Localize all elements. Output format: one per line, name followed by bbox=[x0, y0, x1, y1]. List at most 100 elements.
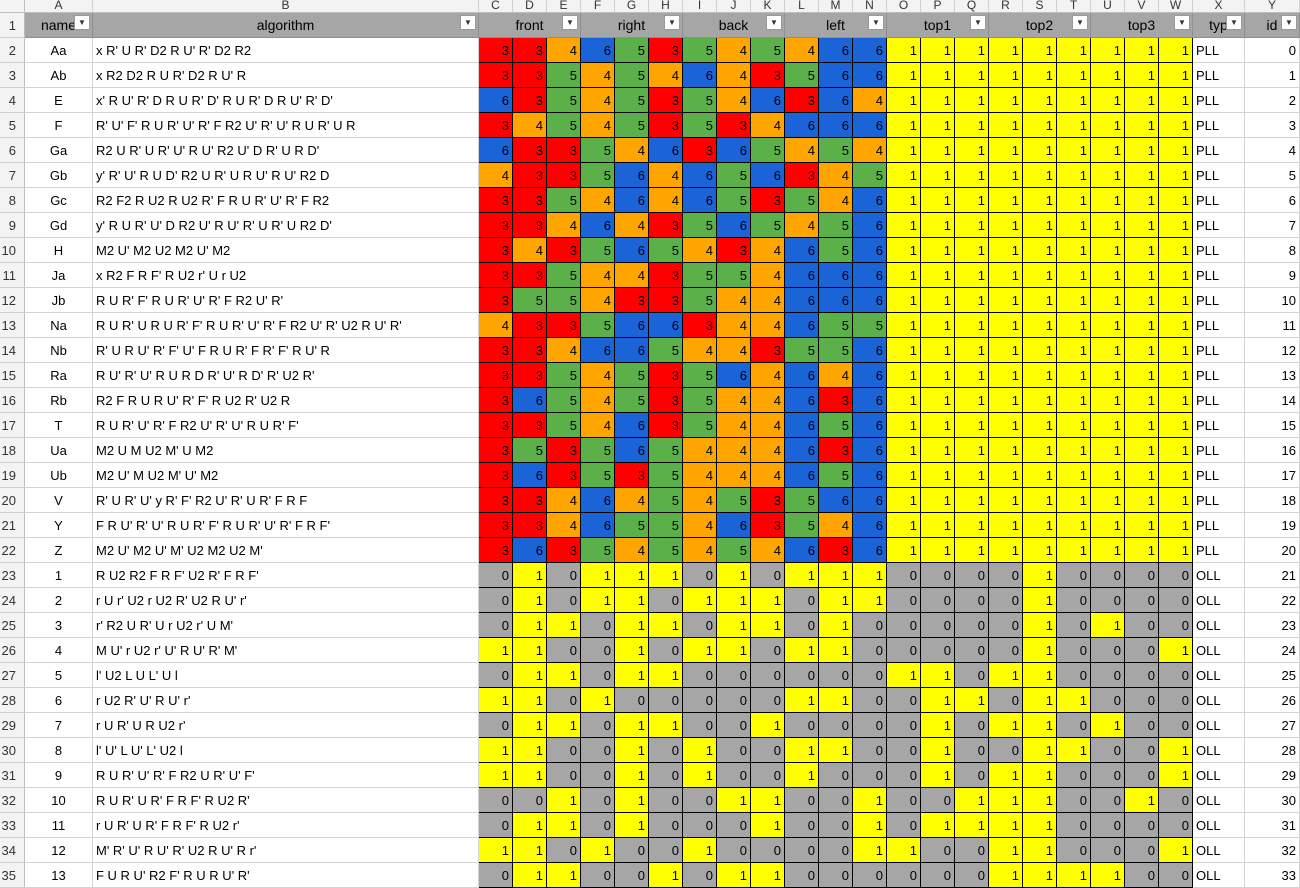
cell-algorithm[interactable]: y' R U R' U' D R2 U' R U' R' U R' U R2 D… bbox=[93, 213, 479, 238]
cell-sticker[interactable]: 0 bbox=[1091, 638, 1125, 663]
cell-sticker[interactable]: 1 bbox=[479, 688, 513, 713]
cell-name[interactable]: Y bbox=[25, 513, 93, 538]
cell-sticker[interactable]: 0 bbox=[819, 813, 853, 838]
cell-sticker[interactable]: 4 bbox=[479, 163, 513, 188]
cell-sticker[interactable]: 3 bbox=[649, 363, 683, 388]
cell-sticker[interactable]: 4 bbox=[717, 88, 751, 113]
cell-sticker[interactable]: 1 bbox=[989, 138, 1023, 163]
cell-sticker[interactable]: 1 bbox=[1159, 413, 1193, 438]
cell-sticker[interactable]: 1 bbox=[1091, 388, 1125, 413]
cell-sticker[interactable]: 3 bbox=[479, 263, 513, 288]
row-header-17[interactable]: 17 bbox=[0, 413, 25, 438]
cell-sticker[interactable]: 3 bbox=[479, 388, 513, 413]
cell-sticker[interactable]: 4 bbox=[751, 263, 785, 288]
row-header-28[interactable]: 28 bbox=[0, 688, 25, 713]
cell-sticker[interactable]: 1 bbox=[989, 188, 1023, 213]
cell-sticker[interactable]: 1 bbox=[1057, 688, 1091, 713]
cell-sticker[interactable]: 6 bbox=[853, 263, 887, 288]
cell-sticker[interactable]: 1 bbox=[853, 838, 887, 863]
row-header-22[interactable]: 22 bbox=[0, 538, 25, 563]
cell-sticker[interactable]: 3 bbox=[479, 438, 513, 463]
cell-sticker[interactable]: 1 bbox=[887, 88, 921, 113]
cell-sticker[interactable]: 0 bbox=[683, 713, 717, 738]
cell-sticker[interactable]: 1 bbox=[1091, 188, 1125, 213]
cell-sticker[interactable]: 0 bbox=[887, 788, 921, 813]
cell-sticker[interactable]: 1 bbox=[921, 688, 955, 713]
cell-sticker[interactable]: 1 bbox=[615, 563, 649, 588]
cell-sticker[interactable]: 1 bbox=[479, 638, 513, 663]
cell-sticker[interactable]: 1 bbox=[955, 488, 989, 513]
cell-sticker[interactable]: 6 bbox=[785, 238, 819, 263]
cell-id[interactable]: 17 bbox=[1245, 463, 1300, 488]
cell-sticker[interactable]: 1 bbox=[921, 413, 955, 438]
cell-sticker[interactable]: 1 bbox=[513, 638, 547, 663]
cell-sticker[interactable]: 1 bbox=[751, 713, 785, 738]
cell-sticker[interactable]: 3 bbox=[547, 138, 581, 163]
cell-sticker[interactable]: 1 bbox=[615, 613, 649, 638]
cell-sticker[interactable]: 1 bbox=[955, 788, 989, 813]
cell-sticker[interactable]: 5 bbox=[683, 213, 717, 238]
cell-sticker[interactable]: 1 bbox=[887, 463, 921, 488]
column-header-N[interactable]: N bbox=[853, 0, 887, 13]
cell-sticker[interactable]: 1 bbox=[581, 838, 615, 863]
cell-sticker[interactable]: 5 bbox=[547, 263, 581, 288]
cell-typ[interactable]: OLL bbox=[1193, 863, 1245, 888]
row-header-32[interactable]: 32 bbox=[0, 788, 25, 813]
cell-sticker[interactable]: 0 bbox=[921, 563, 955, 588]
cell-sticker[interactable]: 5 bbox=[683, 388, 717, 413]
cell-sticker[interactable]: 0 bbox=[1125, 713, 1159, 738]
cell-sticker[interactable]: 1 bbox=[887, 438, 921, 463]
cell-sticker[interactable]: 1 bbox=[547, 663, 581, 688]
cell-id[interactable]: 18 bbox=[1245, 488, 1300, 513]
cell-sticker[interactable]: 0 bbox=[887, 813, 921, 838]
row-header-29[interactable]: 29 bbox=[0, 713, 25, 738]
cell-sticker[interactable]: 1 bbox=[955, 88, 989, 113]
cell-name[interactable]: Rb bbox=[25, 388, 93, 413]
cell-sticker[interactable]: 1 bbox=[1057, 88, 1091, 113]
cell-sticker[interactable]: 1 bbox=[1159, 838, 1193, 863]
cell-name[interactable]: 4 bbox=[25, 638, 93, 663]
cell-algorithm[interactable]: R' U' F' R U R' U' R' F R2 U' R' U' R U … bbox=[93, 113, 479, 138]
cell-sticker[interactable]: 0 bbox=[1091, 588, 1125, 613]
cell-sticker[interactable]: 0 bbox=[1125, 638, 1159, 663]
cell-typ[interactable]: OLL bbox=[1193, 813, 1245, 838]
header-group-left[interactable]: left▼ bbox=[785, 13, 887, 38]
cell-name[interactable]: 13 bbox=[25, 863, 93, 888]
cell-sticker[interactable]: 6 bbox=[819, 113, 853, 138]
cell-sticker[interactable]: 0 bbox=[1159, 788, 1193, 813]
cell-sticker[interactable]: 4 bbox=[785, 138, 819, 163]
cell-sticker[interactable]: 6 bbox=[819, 263, 853, 288]
cell-sticker[interactable]: 0 bbox=[785, 838, 819, 863]
cell-sticker[interactable]: 1 bbox=[479, 763, 513, 788]
cell-typ[interactable]: PLL bbox=[1193, 438, 1245, 463]
cell-sticker[interactable]: 4 bbox=[717, 313, 751, 338]
cell-sticker[interactable]: 1 bbox=[887, 213, 921, 238]
cell-sticker[interactable]: 0 bbox=[479, 563, 513, 588]
cell-sticker[interactable]: 1 bbox=[955, 138, 989, 163]
cell-sticker[interactable]: 0 bbox=[955, 863, 989, 888]
cell-sticker[interactable]: 0 bbox=[1159, 588, 1193, 613]
cell-sticker[interactable]: 1 bbox=[989, 863, 1023, 888]
cell-algorithm[interactable]: R2 U R' U R' U' R U' R2 U' D R' U R D' bbox=[93, 138, 479, 163]
cell-sticker[interactable]: 1 bbox=[615, 663, 649, 688]
cell-sticker[interactable]: 0 bbox=[615, 838, 649, 863]
cell-sticker[interactable]: 4 bbox=[581, 288, 615, 313]
cell-algorithm[interactable]: y' R' U' R U D' R2 U R' U R U' R U' R2 D bbox=[93, 163, 479, 188]
cell-sticker[interactable]: 1 bbox=[955, 513, 989, 538]
cell-sticker[interactable]: 3 bbox=[751, 188, 785, 213]
cell-sticker[interactable]: 6 bbox=[751, 88, 785, 113]
cell-sticker[interactable]: 1 bbox=[955, 163, 989, 188]
cell-sticker[interactable]: 6 bbox=[853, 438, 887, 463]
cell-sticker[interactable]: 5 bbox=[547, 88, 581, 113]
cell-sticker[interactable]: 4 bbox=[615, 213, 649, 238]
cell-sticker[interactable]: 1 bbox=[955, 238, 989, 263]
cell-id[interactable]: 4 bbox=[1245, 138, 1300, 163]
cell-sticker[interactable]: 1 bbox=[989, 763, 1023, 788]
cell-sticker[interactable]: 1 bbox=[615, 738, 649, 763]
cell-sticker[interactable]: 0 bbox=[479, 613, 513, 638]
cell-sticker[interactable]: 1 bbox=[513, 763, 547, 788]
cell-sticker[interactable]: 5 bbox=[547, 63, 581, 88]
cell-sticker[interactable]: 3 bbox=[683, 313, 717, 338]
cell-sticker[interactable]: 0 bbox=[887, 563, 921, 588]
cell-sticker[interactable]: 3 bbox=[513, 163, 547, 188]
